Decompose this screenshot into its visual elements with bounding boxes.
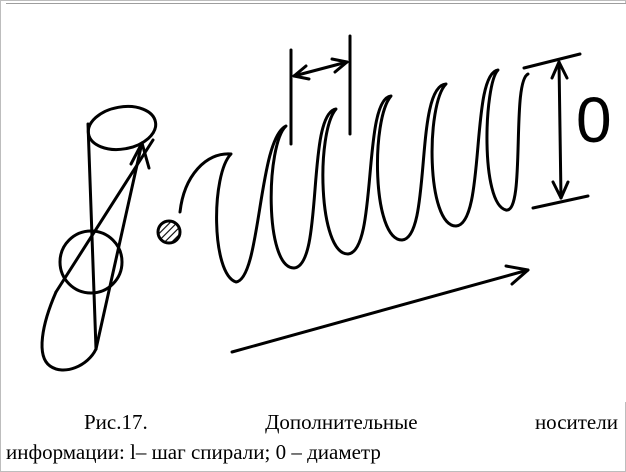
caption-line-2: информации: l– шаг спирали; 0 – диаметр [6,440,381,464]
particle-ball [156,219,182,245]
caption-word-additional: Дополнительные [265,410,418,434]
pitch-arrow-left [292,64,311,81]
precession-symbol [40,104,158,372]
diameter-extension-bottom [531,194,590,210]
direction-arrow-head [504,264,530,286]
pitch-arrow-right [330,57,349,74]
figure-caption: Рис.17. Дополнительные носители информац… [6,407,618,467]
diameter-symbol-label: 0 [576,84,612,156]
cone-bottom-loop [40,290,98,372]
pitch-dimension [289,34,352,146]
direction-arrow-shaft [230,268,530,354]
diameter-arrow-top [550,60,569,80]
caption-line-1: Рис.17. Дополнительные носители [6,407,618,437]
helix-spiral [178,68,530,284]
diameter-dimension-line [557,60,563,200]
direction-arrow [230,264,530,354]
vector-arrow-head [129,141,151,170]
diagram-canvas: 0 [40,34,612,372]
caption-figure-number: Рис.17. [84,410,148,434]
center-circle [58,229,124,295]
caption-word-carriers: носители [534,410,618,434]
pitch-dimension-line [292,60,349,78]
diameter-dimension [522,52,590,210]
diameter-arrow-bottom [551,180,570,200]
diameter-extension-top [522,52,582,70]
figure-panel: 0 [6,3,626,402]
